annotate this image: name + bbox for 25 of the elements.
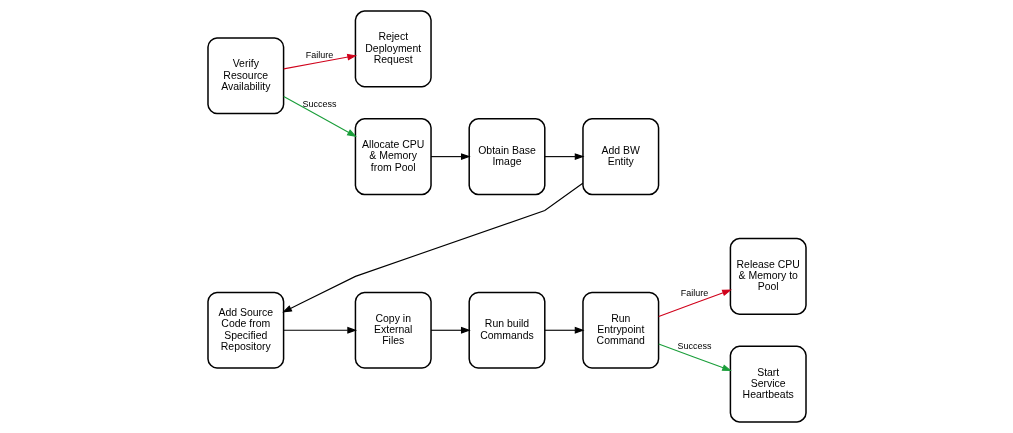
arrow <box>543 326 584 334</box>
node-box: Obtain Base Image <box>467 118 546 196</box>
node-box: Verify Resource Availability <box>206 37 284 115</box>
node-box: Start Service Heartbeats <box>729 345 807 423</box>
arrow <box>282 95 357 137</box>
arrow <box>657 343 732 372</box>
arrow <box>281 182 583 313</box>
node-box: Add BW Entity <box>581 118 659 196</box>
node-box: Copy in External Files <box>354 291 432 369</box>
node-box: Release CPU & Memory to Pool <box>729 237 807 315</box>
arrow <box>657 289 732 318</box>
node-box: Run Entrypoint Command <box>581 291 659 369</box>
node-box: Allocate CPU & Memory from Pool <box>354 118 432 196</box>
edge-label: Failure <box>680 288 708 299</box>
edge-label: Success <box>677 341 711 352</box>
arrow <box>282 326 357 334</box>
arrow <box>430 326 471 334</box>
edge-label: Success <box>302 98 336 109</box>
node-box: Reject Deployment Request <box>354 10 432 88</box>
node-box: Run build Commands <box>467 291 546 369</box>
arrow <box>282 53 357 70</box>
node-box: Add Source Code from Specified Repository <box>206 291 284 369</box>
arrow <box>543 153 584 161</box>
edge-label: Failure <box>305 49 333 60</box>
arrow <box>430 153 471 161</box>
